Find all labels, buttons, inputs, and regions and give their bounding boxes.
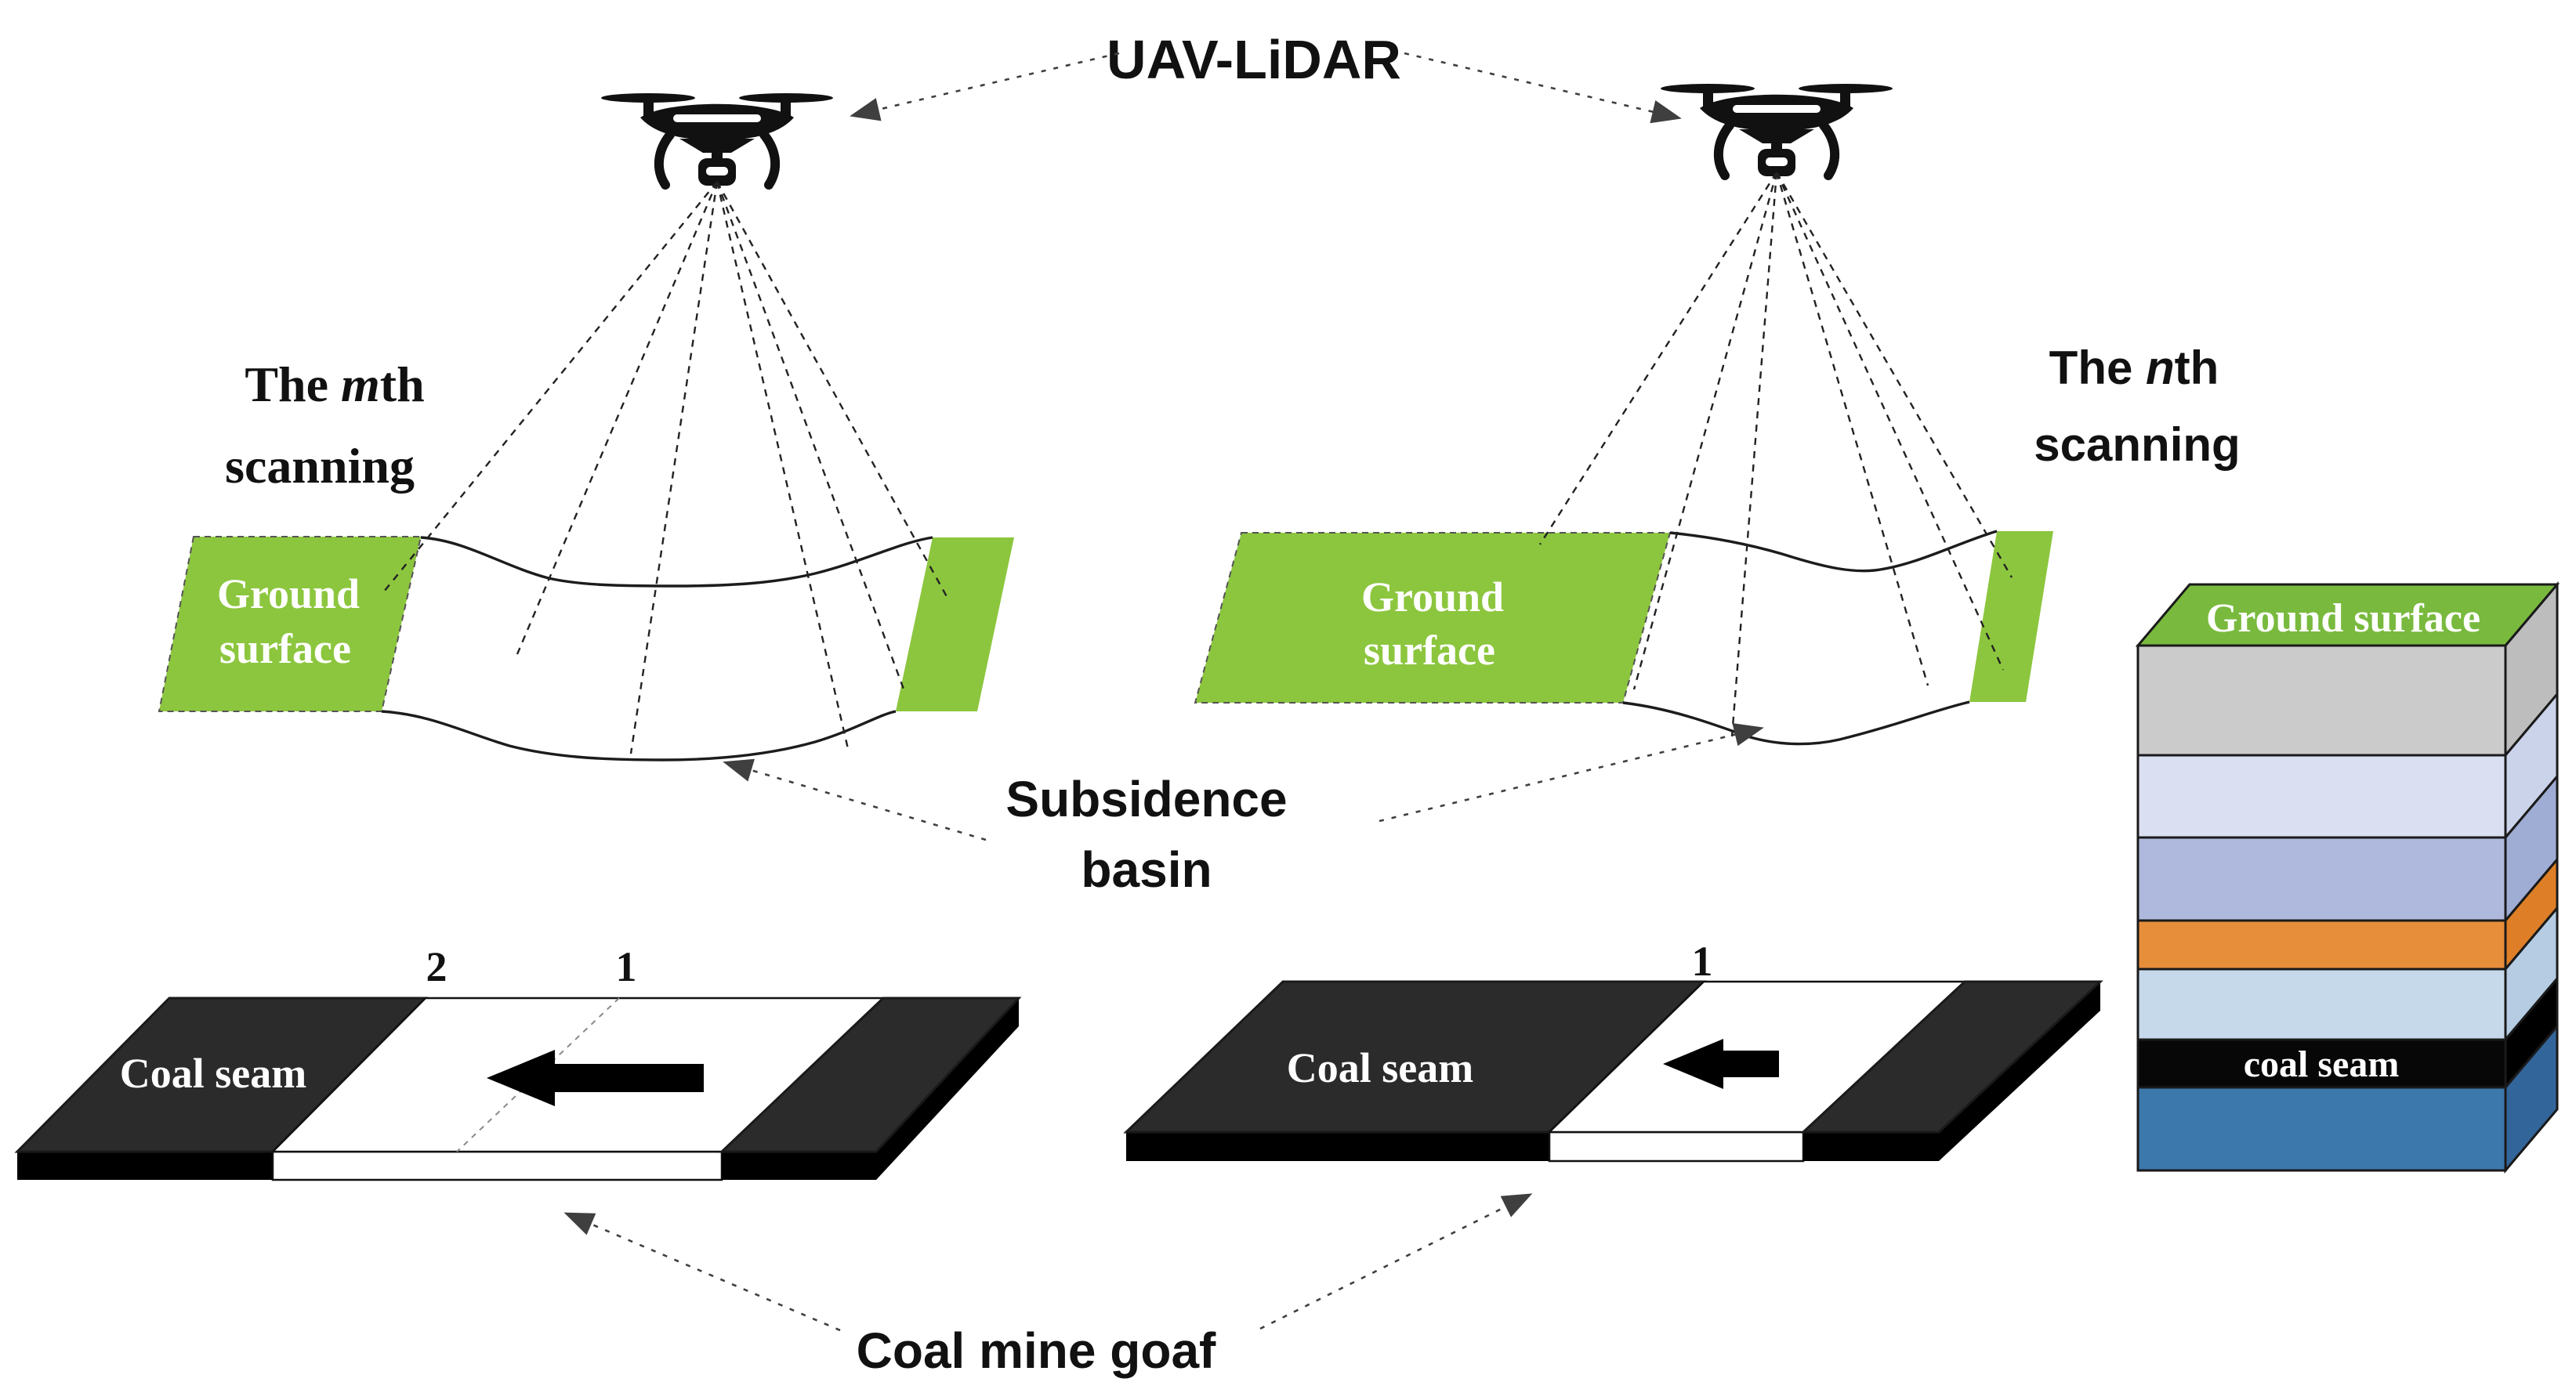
- coal-seam-slab-right: Coal seam 1: [1123, 938, 2103, 1163]
- ground-surface-left-block: [158, 536, 422, 712]
- slab-right-side-face: [1939, 982, 2100, 1161]
- subsidence-lower-curve-left: [381, 710, 897, 761]
- slab-right-coal-area-2: [1800, 980, 2103, 1134]
- subsidence-basin-label: Subsidence basin: [723, 722, 1764, 898]
- marker-2: 2: [426, 943, 447, 990]
- svg-text:Subsidence: Subsidence: [1005, 771, 1287, 827]
- slab-left-front-goaf: [271, 1150, 723, 1181]
- arrow-to-right-drone: [1404, 52, 1682, 124]
- slab-left-coal-area-2: [719, 997, 1022, 1153]
- ground-surface-label-left-1: Ground: [217, 570, 360, 617]
- coal-seam-label-right: Coal seam: [1287, 1044, 1473, 1091]
- slab-left-front-black-2: [722, 1152, 876, 1180]
- svg-text:The nth: The nth: [2049, 342, 2219, 394]
- lidar-scan-fan-right: [1538, 172, 2013, 737]
- title-pointer-arrows: [850, 52, 1682, 124]
- subsidence-upper-curve-right: [1669, 530, 1998, 573]
- ground-surface-label-right-1: Ground: [1361, 573, 1504, 620]
- scan-label-left: The mth scanning: [225, 356, 425, 494]
- svg-text:scanning: scanning: [2034, 418, 2240, 471]
- column-front-layer-7: [2136, 1086, 2507, 1172]
- figure-title: UAV-LiDAR: [1107, 29, 1401, 90]
- ground-surface-label-right-2: surface: [1364, 627, 1495, 674]
- arrow-to-right-basin: [1379, 722, 1764, 823]
- column-front-layer-5: [2136, 968, 2507, 1041]
- uav-drone-icon-left: [601, 93, 833, 186]
- column-front-layer-1: [2136, 644, 2507, 757]
- arrow-to-left-drone: [850, 52, 1120, 121]
- ground-surface-left-sliver: [896, 537, 1014, 711]
- slab-right-front-black-2: [1803, 1132, 1939, 1161]
- column-coal-seam-label: coal seam: [2244, 1044, 2400, 1085]
- column-front-layer-3: [2136, 836, 2507, 922]
- subsidence-upper-curve-left: [420, 536, 933, 588]
- arrow-to-right-goaf: [1259, 1193, 1533, 1330]
- svg-text:Coal mine goaf: Coal mine goaf: [857, 1322, 1216, 1379]
- lidar-scan-fan-left: [383, 181, 950, 754]
- ground-surface-right-scene: Ground surface: [1194, 530, 2053, 746]
- slab-left-front-black-1: [17, 1152, 273, 1180]
- coal-mine-goaf-label: Coal mine goaf: [563, 1193, 1533, 1379]
- slab-left-side-face: [876, 998, 1019, 1180]
- slab-right-front-black-1: [1126, 1132, 1549, 1161]
- svg-text:scanning: scanning: [225, 438, 415, 494]
- arrow-to-left-basin: [723, 758, 987, 841]
- column-front-layer-2: [2136, 754, 2507, 839]
- mining-direction-arrow-right: [1663, 1039, 1779, 1089]
- ground-surface-label-left-2: surface: [219, 625, 351, 672]
- column-front-layer-6: [2136, 1038, 2507, 1089]
- arrow-to-left-goaf: [563, 1212, 841, 1332]
- uav-drone-icon-right: [1661, 84, 1893, 176]
- coal-seam-slab-left: Coal seam 2 1: [14, 943, 1022, 1181]
- scan-label-right: The nth scanning: [2034, 342, 2240, 471]
- coal-seam-label-left: Coal seam: [120, 1050, 306, 1097]
- marker-1-left: 1: [616, 943, 637, 990]
- svg-text:The mth: The mth: [245, 356, 424, 412]
- svg-text:basin: basin: [1081, 841, 1212, 898]
- subsidence-lower-curve-right: [1622, 700, 1970, 746]
- ground-surface-right-sliver: [1969, 531, 2053, 702]
- ground-surface-left-scene: Ground surface: [158, 536, 1014, 761]
- stratigraphic-column: Ground surface coal seam: [2135, 581, 2560, 1174]
- marker-1-right: 1: [1692, 938, 1713, 985]
- slab-right-front-goaf: [1548, 1130, 1805, 1163]
- mining-direction-arrow-left: [487, 1050, 704, 1106]
- column-front-layer-4: [2136, 919, 2507, 971]
- column-ground-surface-label: Ground surface: [2206, 596, 2480, 641]
